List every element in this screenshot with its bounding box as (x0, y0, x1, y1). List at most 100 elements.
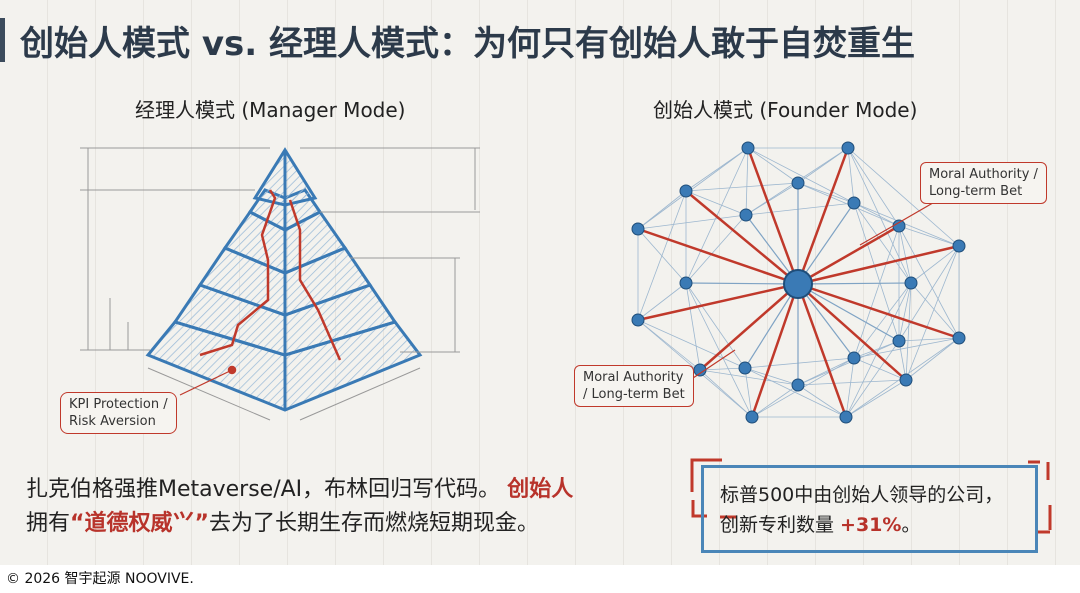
network-node (904, 276, 918, 290)
network-spoke (797, 283, 900, 342)
network-edge (910, 245, 960, 284)
network-spoke (744, 283, 799, 369)
network-edge (744, 367, 753, 418)
network-node (739, 208, 753, 222)
network-red-spoke (750, 283, 800, 418)
network-red-spoke (637, 282, 799, 322)
pyramid-dimension-lines (80, 147, 480, 421)
network-red-spoke (699, 283, 799, 371)
page-title: 创始人模式 vs. 经理人模式：为何只有创始人敢于自焚重生 (20, 24, 915, 64)
kpi-callout: KPI Protection / Risk Aversion (60, 392, 177, 434)
network-edge (699, 369, 753, 418)
callout-line: Long-term Bet (929, 184, 1023, 199)
network-edge (847, 147, 912, 284)
network-edge (898, 225, 960, 339)
network-edge (747, 147, 799, 184)
callout-line: Moral Authority (583, 370, 684, 385)
network-red-spoke (685, 190, 799, 285)
network-edge (637, 147, 749, 230)
network-edge (910, 282, 960, 339)
stat-value: +31% (840, 514, 902, 536)
founder-hub-node (783, 269, 813, 299)
pyramid-red-paths (179, 189, 342, 396)
network-edge (905, 282, 912, 381)
network-edge (751, 384, 799, 418)
network-red-spoke (797, 224, 900, 286)
network-node (952, 331, 966, 345)
network-edge (685, 282, 753, 418)
network-edge (853, 357, 907, 381)
network-spoke (797, 283, 855, 359)
network-node (791, 176, 805, 190)
copyright-footer: © 2026 智宇起源 NOOVIVE. (6, 571, 194, 587)
network-node (841, 141, 855, 155)
network-edge (637, 214, 747, 230)
body-line2-b: 去为了长期生存而燃烧短期现金。 (208, 511, 539, 536)
network-edge (853, 202, 900, 227)
network-node (631, 222, 645, 236)
network-node (741, 141, 755, 155)
network-edge (637, 319, 746, 369)
network-edge (685, 182, 799, 192)
network-node (892, 219, 906, 233)
network-spoke (797, 282, 912, 285)
stat-box: 标普500中由创始人领导的公司， 创新专利数量 +31%。 (701, 465, 1038, 553)
network-edge (744, 367, 847, 418)
network-node (952, 239, 966, 253)
pyramid (145, 147, 423, 412)
network-edge (685, 190, 747, 216)
network-edge (853, 202, 960, 247)
network-node (839, 410, 853, 424)
network-edge (637, 228, 687, 284)
network-edge (745, 147, 749, 216)
network-edge (853, 202, 900, 342)
network-edge (699, 367, 746, 371)
network-edge (797, 384, 847, 418)
stat-suffix: 。 (901, 514, 921, 536)
moral-authority-callout-bottom: Moral Authority / Long-term Bet (574, 365, 694, 407)
callout-line: / Long-term Bet (583, 387, 685, 402)
network-edge (744, 357, 855, 369)
network-node (745, 410, 759, 424)
network-edge (898, 282, 912, 342)
network-spoke (797, 202, 855, 285)
network-edge (847, 147, 900, 227)
network-node (631, 313, 645, 327)
network-edge (637, 282, 687, 321)
body-line1: 扎克伯格强推Metaverse/AI，布林回归写代码。 (26, 477, 501, 502)
stat-line1: 标普500中由创始人领导的公司， (720, 484, 1004, 506)
network-edge (905, 245, 960, 381)
network-edge (845, 357, 855, 418)
network-edge (845, 379, 907, 418)
moral-authority-highlight: “道德权威⺍” (70, 511, 209, 536)
network-node (892, 334, 906, 348)
callout-line: Risk Aversion (69, 414, 156, 429)
network-edge (898, 337, 960, 342)
diagram-graphics (80, 141, 1052, 534)
founder-mode-heading: 创始人模式 (Founder Mode) (653, 98, 918, 122)
network-edge (905, 337, 960, 381)
network-edge (898, 340, 907, 381)
callout-line: KPI Protection / (69, 397, 168, 412)
network-edge (853, 337, 960, 359)
network-node (679, 276, 693, 290)
network-edge (747, 147, 855, 204)
slide: 创始人模式 vs. 经理人模式：为何只有创始人敢于自焚重生 经理人模式 (Man… (0, 0, 1080, 565)
network-node (791, 378, 805, 392)
network-edge (745, 202, 855, 216)
network-edge (847, 147, 960, 247)
moral-authority-callout-top: Moral Authority / Long-term Bet (920, 162, 1047, 204)
network-red-spoke (746, 147, 800, 285)
network-edge (847, 147, 855, 204)
network-spoke (685, 282, 799, 285)
network-edge (745, 182, 799, 216)
network-edge (797, 340, 900, 386)
network-node (847, 351, 861, 365)
network-edge (685, 282, 701, 371)
network-node (738, 361, 752, 375)
network-edge (845, 340, 900, 418)
network-edge (797, 182, 855, 204)
callout-line: Moral Authority / (929, 167, 1038, 182)
manager-mode-heading: 经理人模式 (Manager Mode) (135, 98, 406, 122)
network-red-spoke (797, 244, 960, 286)
